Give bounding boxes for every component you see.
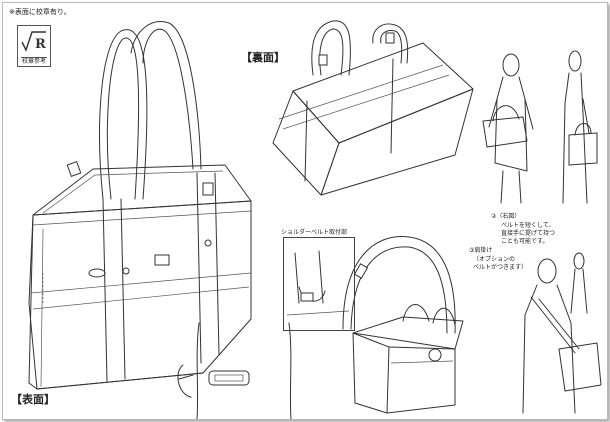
shoulder-belt-detail-drawing xyxy=(286,250,350,316)
figure-crossbody-person xyxy=(522,252,602,414)
line-art-drawings xyxy=(28,20,602,419)
emblem-reference: R 校章参考 xyxy=(17,25,51,67)
shoulder-bag-drawing xyxy=(342,236,464,414)
school-emblem-icon: R xyxy=(21,31,46,52)
figure-handcarry-person xyxy=(562,50,598,204)
back-side-label: 【裏面】 xyxy=(241,51,285,64)
emblem-mark: R xyxy=(35,37,46,52)
shoulder-belt-caption: ショルダーベルト取付部 xyxy=(281,229,348,236)
note-three-line-2: ベルトがつきます） xyxy=(473,264,528,271)
shoulder-belt-detail-frame xyxy=(283,237,355,331)
note-three-line-1: （オプションの xyxy=(473,256,516,263)
emblem-caption: 校章参考 xyxy=(21,57,47,65)
note-two-line-2: 直接手に提げて持つ xyxy=(501,230,556,237)
note-two-line-3: ことも可能です。 xyxy=(501,238,549,245)
note-two-line-1: ベルトを短くして、 xyxy=(501,222,555,229)
front-side-label: 【表面】 xyxy=(11,393,55,406)
front-bag-drawing xyxy=(28,21,252,390)
note-two-title: ②（右図） xyxy=(491,213,521,220)
belt-closeup-drawing xyxy=(177,322,292,419)
back-bag-drawing xyxy=(272,20,474,196)
header-note: ※表面に校章有り。 xyxy=(9,8,71,16)
note-three-title: ③肩掛け xyxy=(469,247,493,254)
figure-carry-person xyxy=(482,53,534,204)
